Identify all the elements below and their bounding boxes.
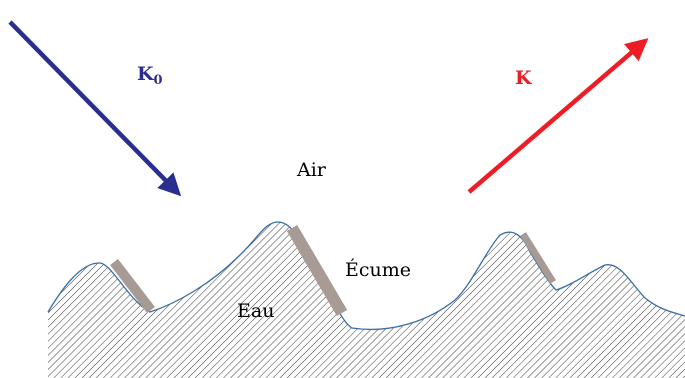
scattered-arrow [469,41,645,192]
scattered-vector-label: K [515,67,533,89]
incident-vector-label: K0 [137,63,163,88]
incident-vector-subscript: 0 [154,73,163,88]
incident-arrow [10,22,178,193]
foam-label: Écume [345,258,411,281]
air-label: Air [296,159,327,181]
water-label: Eau [237,300,274,322]
